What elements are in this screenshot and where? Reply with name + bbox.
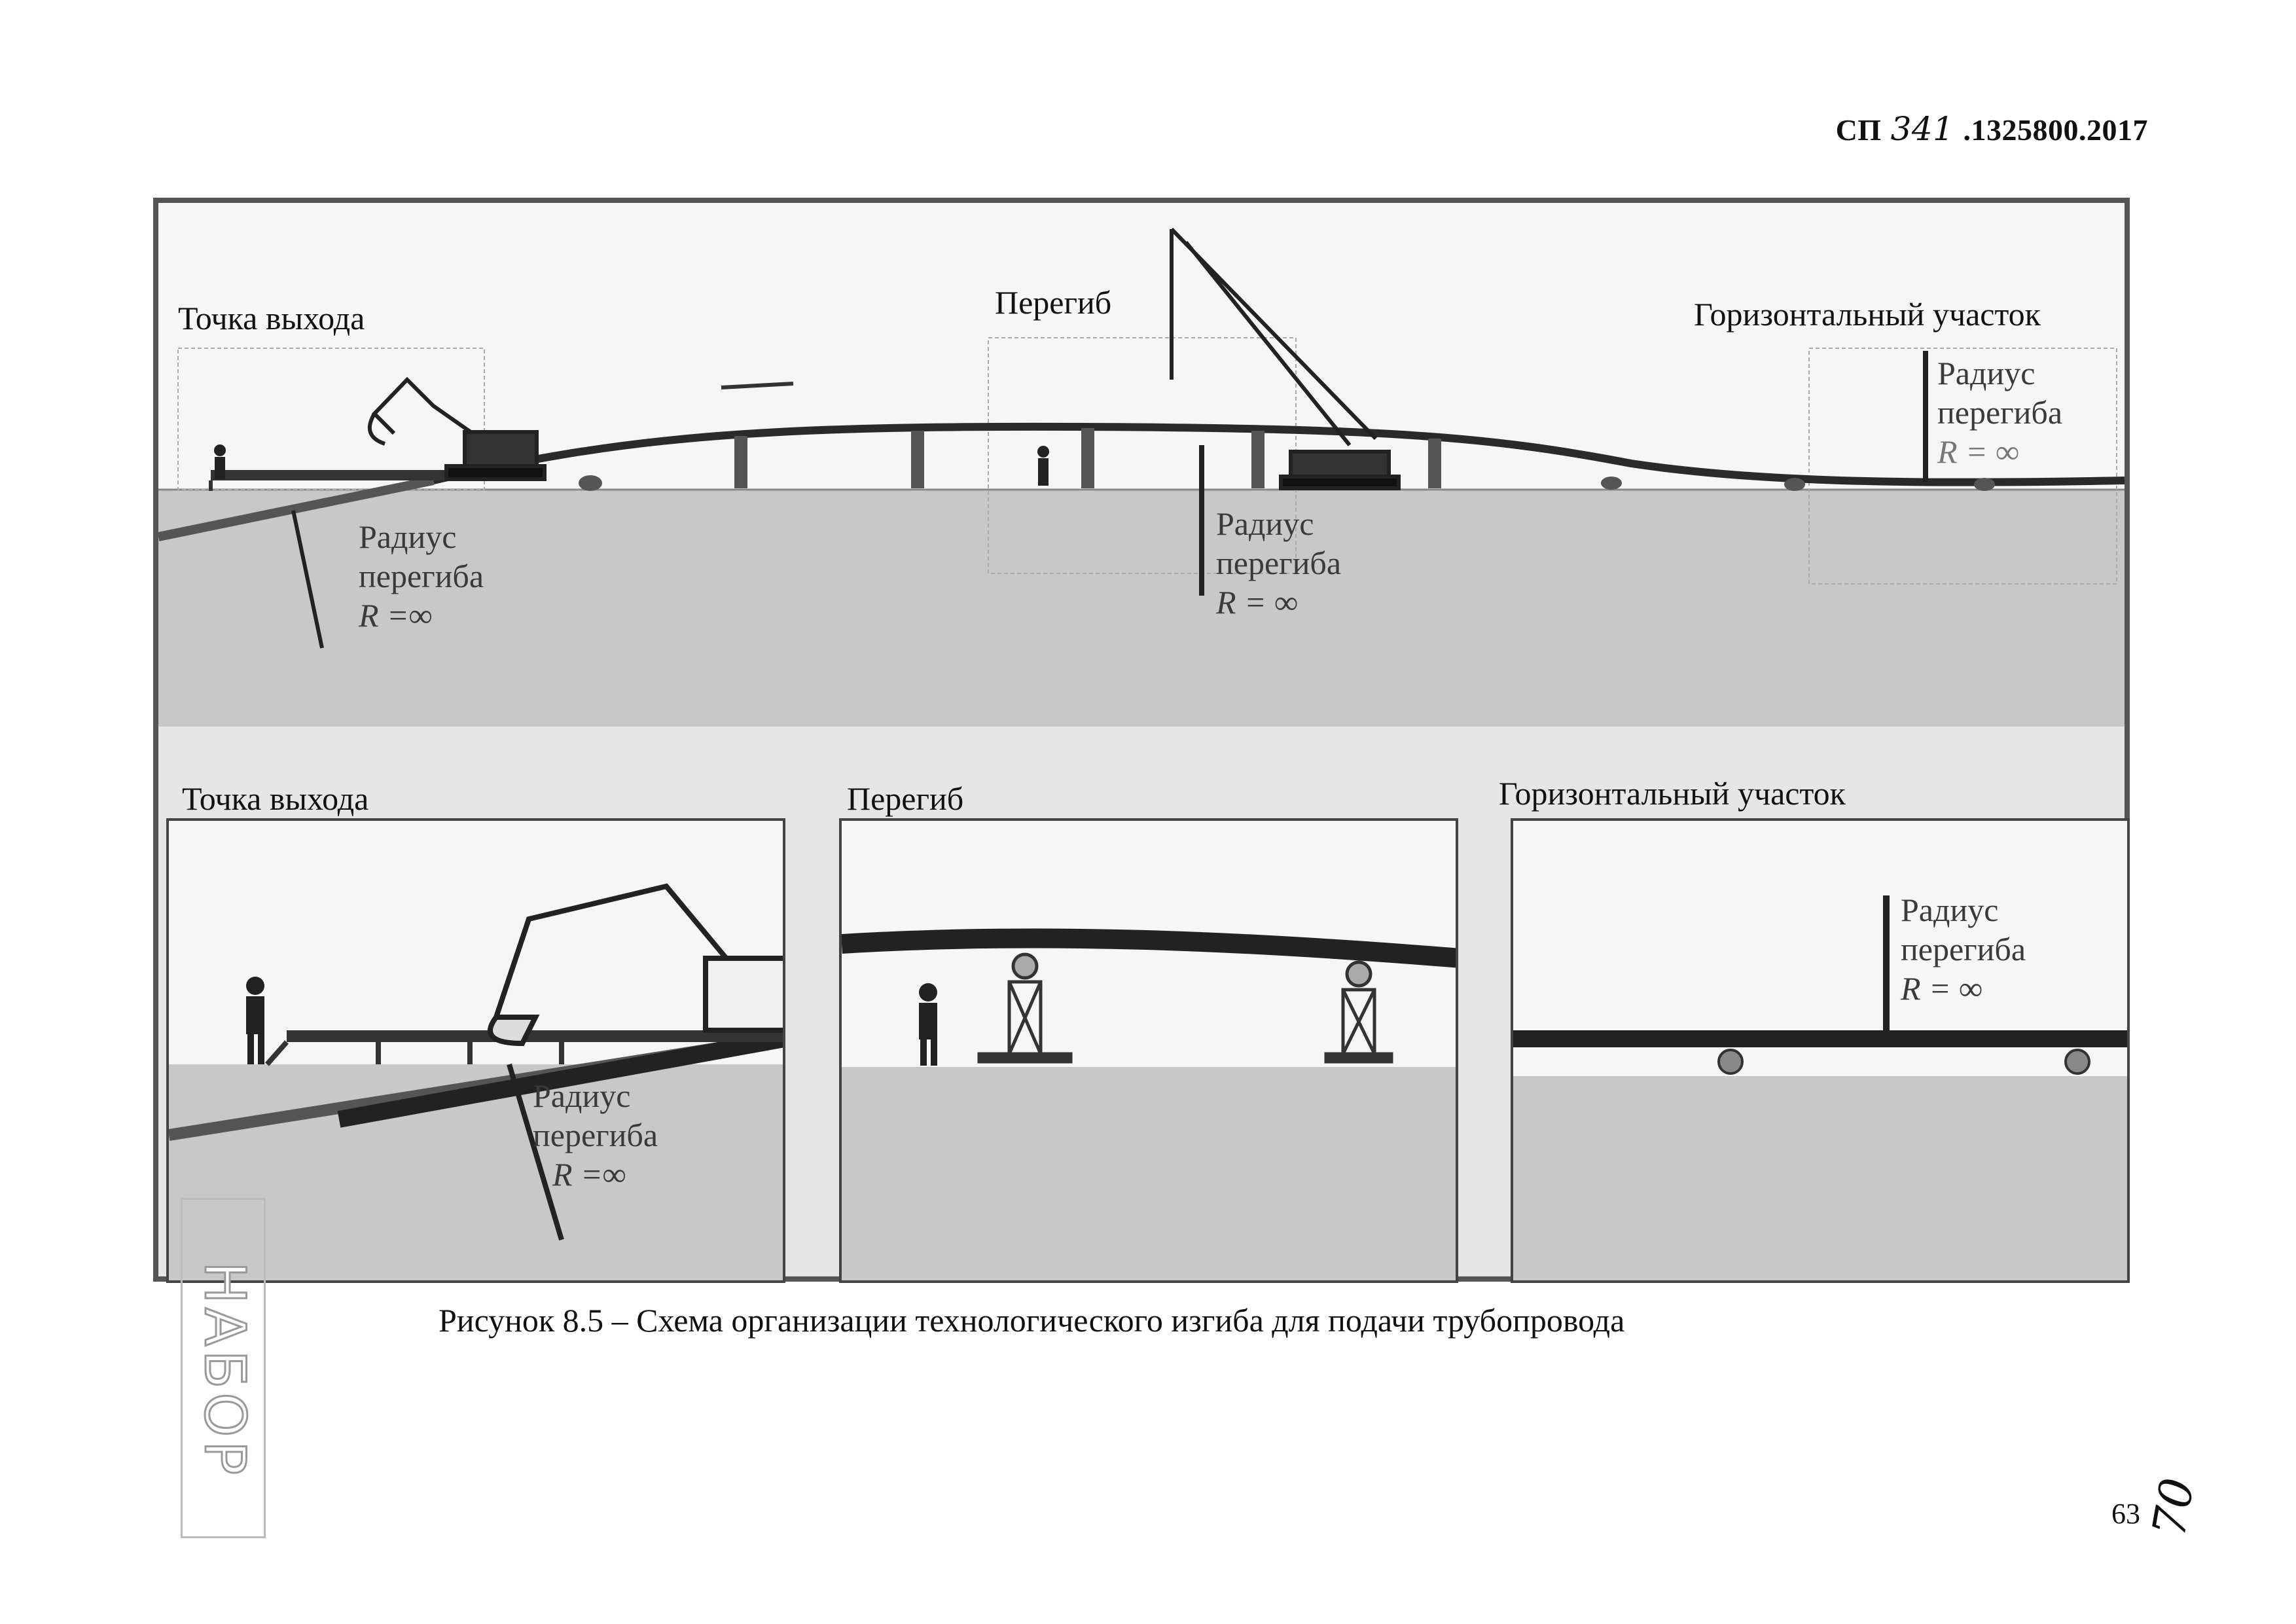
code-suffix: .1325800.2017 [1963, 113, 2148, 147]
top-label-bend: Перегиб [995, 284, 1112, 321]
radius-word: Радиус [533, 1077, 631, 1114]
bottom-title-bend: Перегиб [847, 780, 964, 817]
radius-word: Радиус [359, 518, 457, 555]
top-crane [1170, 227, 1401, 490]
bottom-panel-exit: Радиус перегиба R =∞ [166, 818, 785, 1283]
code-prefix: СП [1835, 113, 1882, 147]
nabor-stamp: НАБОР [181, 1198, 266, 1538]
exit-highlight-box [177, 348, 485, 490]
exit-detail-scene [169, 821, 783, 1280]
bottom-panel-bend [839, 818, 1458, 1283]
bend-detail-scene [842, 821, 1456, 1280]
top-pipe-supports [579, 428, 1995, 491]
bend-word: перегиба [533, 1117, 658, 1153]
radius-word: Радиус [1937, 355, 2036, 391]
radius-value: R = ∞ [1901, 970, 1982, 1007]
top-dash [721, 382, 794, 389]
horizontal-highlight-box [1808, 348, 2117, 585]
handwritten-code-number: 341 [1890, 110, 1954, 148]
top-ramp [211, 470, 446, 480]
bend-word: перегиба [1901, 931, 2026, 967]
top-label-horizontal: Горизонтальный участок [1694, 296, 2041, 333]
exit-detail-radius-label: Радиус перегиба R =∞ [533, 1076, 658, 1194]
radius-value: R = ∞ [1216, 584, 1298, 621]
bottom-title-horizontal: Горизонтальный участок [1499, 775, 1846, 812]
exit-detail-worker [246, 977, 264, 1064]
top-excavator [367, 376, 547, 481]
top-worker-exit [214, 444, 226, 479]
top-label-exit: Точка выхода [178, 300, 365, 336]
bend-detail-worker [919, 983, 937, 1066]
top-scene [158, 203, 2125, 727]
bottom-title-exit: Точка выхода [182, 780, 369, 817]
radius-value: R =∞ [359, 597, 433, 634]
top-bend-radius-label: Радиус перегиба R = ∞ [1216, 504, 1341, 622]
radius-word: Радиус [1216, 505, 1314, 542]
horizontal-detail-radius-label: Радиус перегиба R = ∞ [1901, 890, 2026, 1008]
horizontal-detail-scene [1513, 821, 2127, 1280]
handwritten-page-number: 70 [2142, 1474, 2205, 1541]
printed-page-number: 63 [2111, 1498, 2140, 1530]
top-ground [158, 490, 2125, 727]
top-pipeline [432, 422, 2125, 486]
top-worker-bend [1037, 446, 1049, 486]
radius-value: R = ∞ [1937, 433, 2019, 470]
bend-word: перегиба [1216, 545, 1342, 581]
bend-detail-support-1 [977, 952, 1073, 1064]
bend-detail-support-2 [1324, 960, 1393, 1064]
stamp-text: НАБОР [191, 1260, 259, 1479]
page-number: 6370 [2111, 1474, 2205, 1541]
radius-word: Радиус [1901, 892, 1999, 928]
exit-detail-excavator [488, 883, 783, 1047]
top-underground-pipe [158, 476, 435, 541]
top-horizontal-radius-label: Радиус перегиба R = ∞ [1937, 353, 2062, 471]
bottom-panel-horizontal: Радиус перегиба R = ∞ [1511, 818, 2130, 1283]
radius-value: R =∞ [552, 1156, 626, 1193]
top-exit-radius-label: Радиус перегиба R =∞ [359, 517, 484, 635]
bend-word: перегиба [1937, 394, 2063, 431]
exit-radius-line [291, 510, 324, 649]
bend-word: перегиба [359, 558, 484, 594]
figure-caption: Рисунок 8.5 – Схема организации технолог… [439, 1302, 1625, 1339]
